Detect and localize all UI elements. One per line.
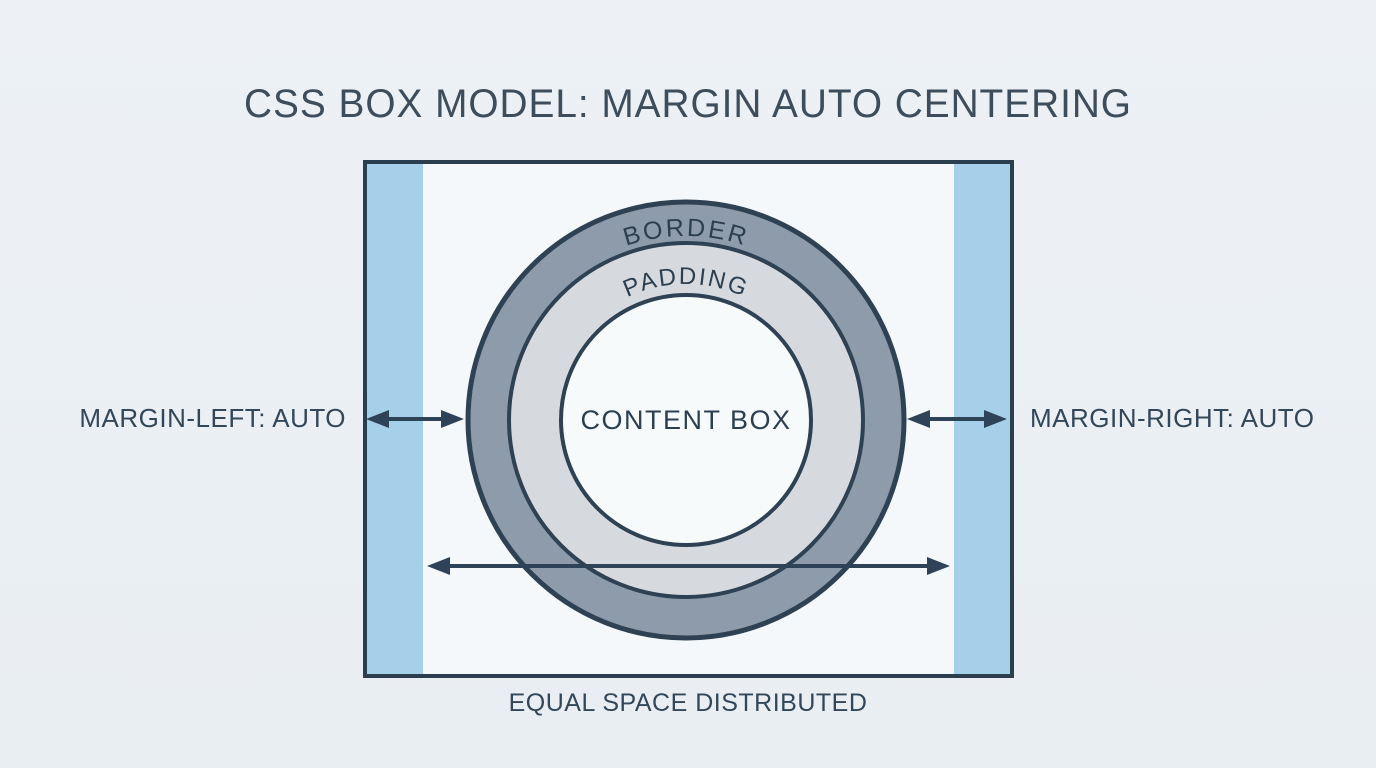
margin-left-arrow bbox=[366, 410, 464, 428]
bottom-caption: EQUAL SPACE DISTRIBUTED bbox=[508, 689, 868, 717]
total-width-arrow bbox=[427, 557, 950, 575]
margin-right-label: MARGIN-RIGHT: AUTO bbox=[1030, 403, 1315, 433]
content-box-label: CONTENT BOX bbox=[580, 405, 791, 435]
margin-right-arrow bbox=[907, 410, 1007, 428]
content-circle bbox=[559, 293, 813, 547]
diagram-title: CSS BOX MODEL: MARGIN AUTO CENTERING bbox=[244, 82, 1132, 126]
margin-left-label: MARGIN-LEFT: AUTO bbox=[79, 403, 346, 433]
